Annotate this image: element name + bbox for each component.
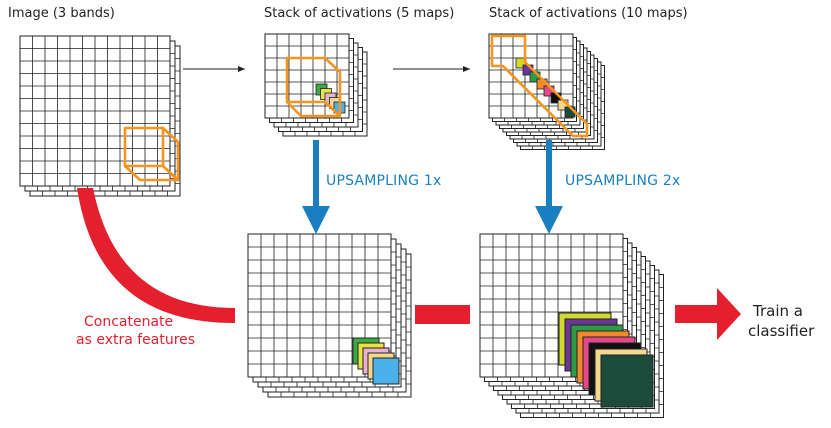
stack-5-label: Stack of activations (5 maps) <box>264 6 455 21</box>
upsampled-1x-feature-5 <box>372 357 400 385</box>
activations-5-layer-1-lines <box>265 34 349 118</box>
image-receptive-field <box>123 126 180 182</box>
train-classifier-label-line-1: Train a <box>753 302 803 320</box>
concatenate-connector <box>415 305 470 324</box>
train-classifier-label-line-2: classifier <box>748 322 815 340</box>
upsampling-2x-arrow-head <box>535 206 563 234</box>
upsampling-2x-arrow-shaft <box>546 140 552 210</box>
upsampling-1x-label: UPSAMPLING 1x <box>326 173 442 189</box>
activations-5-receptive-field <box>285 56 342 118</box>
activations-10-receptive-field <box>490 34 589 138</box>
upsampled-2x-feature-8 <box>600 354 654 408</box>
upsampling-2x-label: UPSAMPLING 2x <box>565 173 681 189</box>
concatenate-curve <box>77 188 235 323</box>
train-classifier-arrow <box>675 288 741 340</box>
upsampling-1x-arrow-shaft <box>313 140 319 210</box>
upsampled-2x-layer-1-lines <box>480 234 623 377</box>
upsampled-1x-layer-1-lines <box>248 234 391 377</box>
concatenate-label-line-2: as extra features <box>76 332 196 348</box>
concatenate-label-line-1: Concatenate <box>84 314 174 330</box>
image-label: Image (3 bands) <box>8 6 115 21</box>
upsampling-1x-arrow-head <box>302 206 330 234</box>
image-stack-layer-1-lines <box>20 36 170 186</box>
stack-10-label: Stack of activations (10 maps) <box>489 6 688 21</box>
